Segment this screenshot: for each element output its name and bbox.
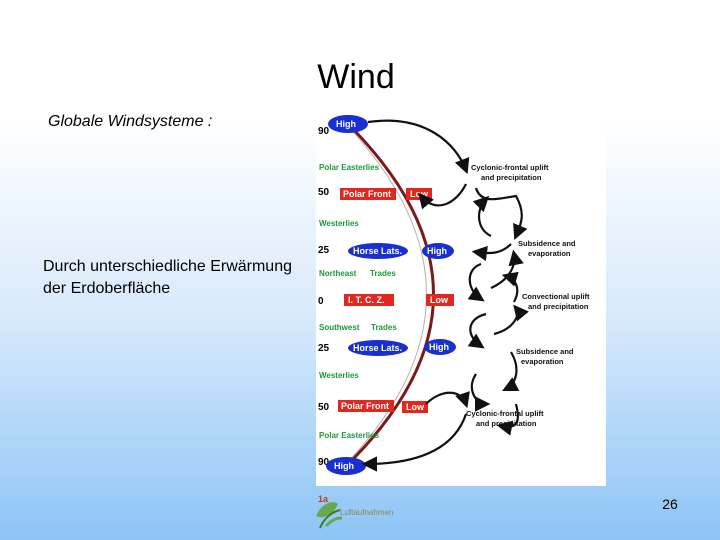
pressure-label: Low (406, 402, 425, 412)
wind-label: Polar Easterlies (319, 431, 380, 440)
logo-text: Luftaufnahmen (340, 508, 393, 517)
wind-label: Trades (370, 269, 396, 278)
wind-label: Northeast (319, 269, 357, 278)
slide-title: Wind (317, 58, 395, 96)
global-wind-diagram: 90 50 25 0 25 50 90 High Polar Front Low… (316, 104, 606, 486)
circulation-arrow (496, 403, 519, 436)
pressure-label: Horse Lats. (353, 246, 402, 256)
wind-label: Southwest (319, 323, 360, 332)
cell-label: and precipitation (476, 419, 537, 428)
pressure-label: Polar Front (343, 189, 391, 199)
logo-badge: 1a (318, 494, 329, 504)
polar-front-badge (338, 400, 394, 412)
circulation-arrow (470, 373, 491, 412)
cell-label: Subsidence and (518, 239, 576, 248)
wind-label: Westerlies (319, 371, 359, 380)
pressure-label: Low (430, 295, 449, 305)
horse-lats-badge (348, 340, 408, 356)
pressure-label: Horse Lats. (353, 343, 402, 353)
high-pressure-badge (424, 339, 456, 355)
circulation-arrow (425, 391, 470, 409)
latitude-label: 25 (318, 343, 330, 354)
circulation-arrow (502, 351, 520, 391)
circulation-arrow (367, 119, 470, 175)
wind-label: Polar Easterlies (319, 163, 380, 172)
circulation-arrow (490, 249, 524, 290)
circulation-arrow (361, 413, 468, 472)
page-number: 26 (662, 496, 678, 512)
high-pressure-badge (422, 243, 454, 259)
cell-label: evaporation (521, 357, 564, 366)
high-pressure-badge (326, 457, 366, 475)
circulation-arrow (501, 271, 519, 303)
latitude-label: 25 (318, 245, 330, 256)
latitude-label: 50 (318, 187, 330, 198)
leaf-icon (316, 502, 343, 529)
circulation-arrow (472, 195, 492, 237)
pressure-label: High (429, 342, 449, 352)
horse-lats-badge (348, 243, 408, 259)
itcz-badge (344, 294, 394, 306)
latitude-label: 0 (318, 296, 324, 307)
pressure-label: Low (410, 189, 429, 199)
cell-label: Cyclonic-frontal uplift (471, 163, 549, 172)
latitude-label: 90 (318, 126, 330, 137)
cell-label: evaporation (528, 249, 571, 258)
pressure-label: High (427, 246, 447, 256)
low-pressure-badge (426, 294, 454, 306)
low-pressure-badge (402, 401, 428, 413)
cell-label: Subsidence and (516, 347, 574, 356)
cell-label: and precipitation (481, 173, 542, 182)
slide-subtitle: Globale Windsysteme : (48, 113, 213, 130)
circulation-arrow (493, 304, 529, 336)
cell-label: Convectional uplift (522, 292, 590, 301)
polar-front-badge (340, 188, 396, 200)
latitude-label: 90 (318, 457, 330, 468)
circulation-arrow (467, 262, 485, 302)
high-pressure-badge (328, 115, 368, 133)
pressure-label: I. T. C. Z. (348, 295, 385, 305)
circulation-arrow (471, 243, 512, 262)
circulation-arrow (467, 312, 487, 349)
pressure-label: High (334, 461, 354, 471)
wind-label: Trades (371, 323, 397, 332)
cell-label: and precipitation (528, 302, 589, 311)
latitude-label: 50 (318, 402, 330, 413)
pressure-label: High (336, 119, 356, 129)
slide-body-text: Durch unterschiedliche Erwärmung der Erd… (43, 258, 292, 297)
brand-logo: 1a Luftaufnahmen (312, 492, 422, 532)
wind-label: Westerlies (319, 219, 359, 228)
circulation-arrow (418, 183, 467, 210)
cell-label: Cyclonic-frontal uplift (466, 409, 544, 418)
pressure-label: Polar Front (341, 401, 389, 411)
